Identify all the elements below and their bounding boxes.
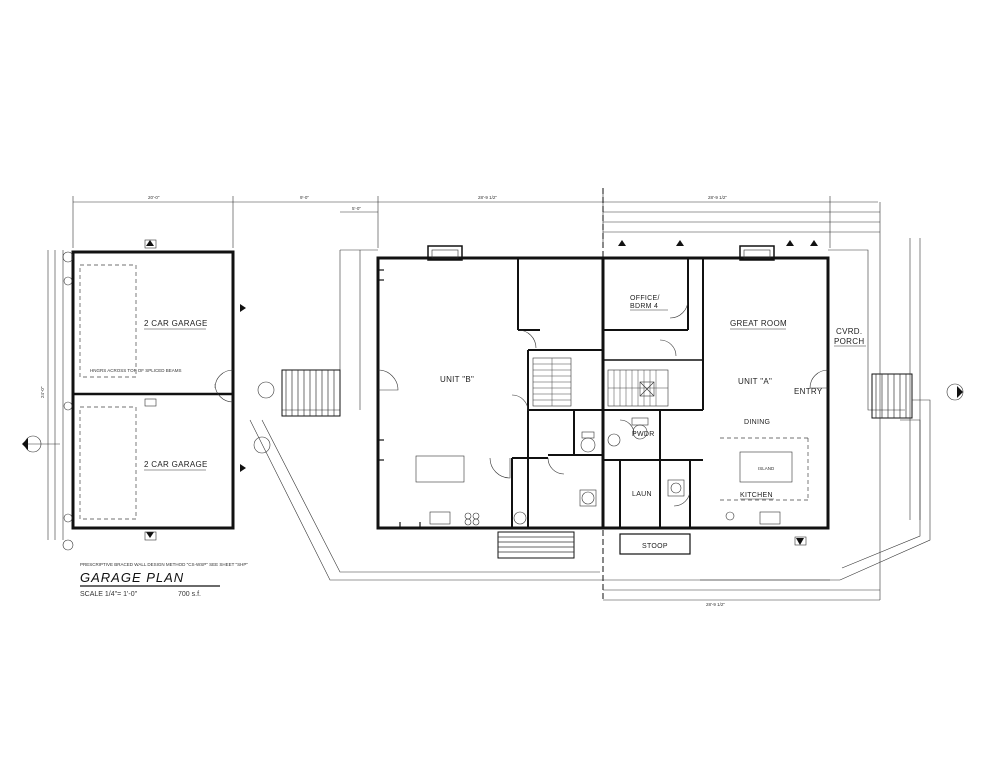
top-dimension-lines (72, 188, 880, 248)
porch-label: CVRD. (836, 327, 862, 336)
garage-plan-scale: SCALE 1/4"= 1'-0" (80, 591, 138, 598)
dim-gap: 9'-0" (300, 195, 309, 200)
office-label: OFFICE/ (630, 295, 660, 302)
dim-unit-a-bottom: 28'-9 1/2" (706, 602, 725, 607)
unit-a-block (601, 202, 964, 601)
unit-b-label: UNIT "B" (440, 375, 474, 384)
dim-stair-offset: 5'-0" (352, 206, 361, 211)
laun-label: LAUN (632, 491, 652, 498)
porch-label-2: PORCH (834, 337, 864, 346)
dim-garage-depth: 24'-0" (40, 386, 45, 398)
garage-block (22, 239, 246, 551)
garage-footnote: PRESCRIPTIVE BRACED WALL DESIGN METHOD "… (80, 562, 248, 567)
garage-plan-title: GARAGE PLAN (80, 570, 184, 585)
unit-a-label: UNIT "A" (738, 377, 772, 386)
stoop-label: STOOP (642, 543, 668, 550)
deck-and-stairs (249, 250, 840, 581)
dim-garage-width: 20'-0" (148, 195, 160, 200)
dim-unit-b-width: 28'-9 1/2" (478, 195, 497, 200)
garage-plan-area: 700 s.f. (178, 591, 201, 598)
pwdr-label: PWDR (632, 431, 655, 438)
kitchen-label: KITCHEN (740, 492, 773, 499)
unit-b-block (340, 245, 605, 530)
dim-unit-a-width: 28'-9 1/2" (708, 195, 727, 200)
great-room-label: GREAT ROOM (730, 319, 787, 328)
entry-label: ENTRY (794, 387, 823, 396)
garage-bay-bottom-label: 2 CAR GARAGE (144, 460, 208, 469)
garage-bay-top-label: 2 CAR GARAGE (144, 319, 208, 328)
dining-label: DINING (744, 419, 770, 426)
office-label-2: BDRM 4 (630, 303, 658, 310)
garage-beam-note: HNGRS ACROSS TOP OF SPLICED BEAMS (90, 368, 182, 373)
island-label: ISLAND (758, 466, 775, 471)
